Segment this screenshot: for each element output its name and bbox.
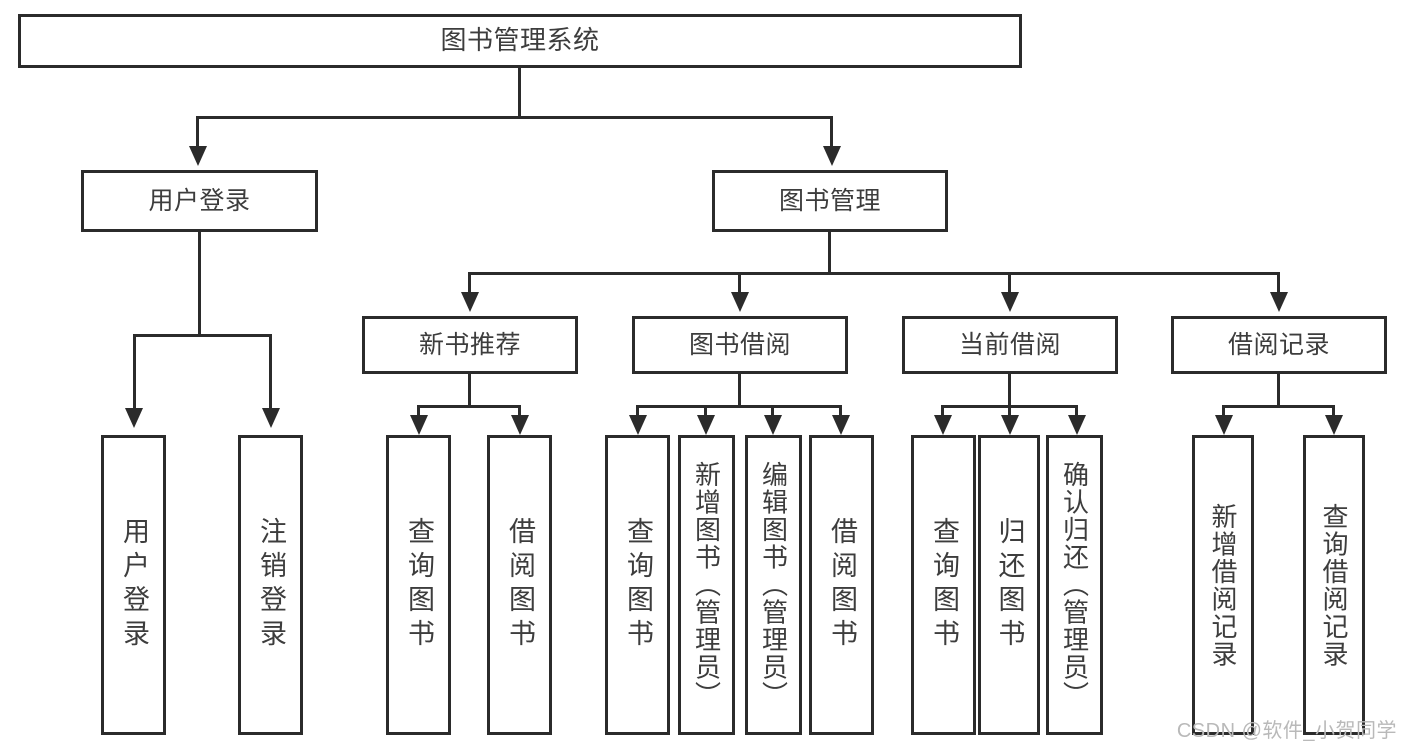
node-label: 查询借阅记录 — [1319, 502, 1349, 668]
connector-book-borrow-bus — [636, 405, 842, 408]
connector-user-login-bus — [133, 334, 272, 337]
node-user-login[interactable]: 用户登录 — [81, 170, 318, 232]
node-borrow-record[interactable]: 借阅记录 — [1171, 316, 1387, 374]
node-label: 新增借阅记录 — [1208, 502, 1238, 668]
leaf-borrow-book[interactable]: 借阅图书 — [809, 435, 874, 735]
node-current-borrow[interactable]: 当前借阅 — [902, 316, 1118, 374]
connector-bb-to-leaf-1 — [636, 405, 639, 419]
node-label: 用户登录 — [119, 517, 149, 653]
connector-new-book-stem — [468, 374, 471, 407]
connector-book-borrow-stem — [738, 374, 741, 407]
arrow-bm-to-borrow-record — [1270, 292, 1288, 312]
connector-borrow-record-bus — [1222, 405, 1335, 408]
leaf-add-book-admin[interactable]: 新增图书（管理员） — [678, 435, 735, 735]
connector-bm-to-current-borrow — [1008, 272, 1011, 294]
arrow-bm-to-current-borrow — [1001, 292, 1019, 312]
connector-bm-to-new-book — [468, 272, 471, 294]
arrow-bm-to-book-borrow — [731, 292, 749, 312]
arrow-bm-to-new-book — [461, 292, 479, 312]
connector-current-borrow-stem — [1008, 374, 1011, 407]
leaf-user-login[interactable]: 用户登录 — [101, 435, 166, 735]
node-book-management[interactable]: 图书管理 — [712, 170, 948, 232]
connector-user-login-to-leaf-2 — [269, 334, 272, 410]
connector-bb-to-leaf-4 — [839, 405, 842, 419]
connector-user-login-stem — [198, 232, 201, 336]
connector-new-book-to-leaf-1 — [417, 405, 420, 419]
connector-bm-to-book-borrow — [738, 272, 741, 294]
arrow-user-login-to-leaf-2 — [262, 408, 280, 428]
connector-br-to-leaf-1 — [1222, 405, 1225, 419]
connector-borrow-record-stem — [1277, 374, 1280, 407]
leaf-query-book-current[interactable]: 查询图书 — [911, 435, 976, 735]
leaf-return-book[interactable]: 归还图书 — [978, 435, 1040, 735]
arrow-cb-to-leaf-1 — [934, 415, 952, 435]
arrow-bb-to-leaf-1 — [629, 415, 647, 435]
arrow-user-login-to-leaf-1 — [125, 408, 143, 428]
arrow-cb-to-leaf-2 — [1001, 415, 1019, 435]
arrow-br-to-leaf-1 — [1215, 415, 1233, 435]
connector-cb-to-leaf-1 — [941, 405, 944, 419]
node-label: 确认归还（管理员） — [1059, 461, 1090, 709]
arrow-bb-to-leaf-4 — [832, 415, 850, 435]
node-label: 用户登录 — [148, 187, 251, 215]
node-label: 查询图书 — [404, 517, 434, 653]
connector-bm-to-borrow-record — [1277, 272, 1280, 294]
connector-user-login-to-leaf-1 — [133, 334, 136, 410]
connector-root-bus — [196, 116, 833, 119]
arrow-new-book-to-leaf-1 — [410, 415, 428, 435]
connector-br-to-leaf-2 — [1332, 405, 1335, 419]
node-label: 借阅记录 — [1227, 331, 1330, 359]
leaf-borrow-book-recommend[interactable]: 借阅图书 — [487, 435, 552, 735]
leaf-edit-book-admin[interactable]: 编辑图书（管理员） — [745, 435, 802, 735]
leaf-add-borrow-record[interactable]: 新增借阅记录 — [1192, 435, 1254, 735]
node-label: 注销登录 — [256, 517, 286, 653]
node-label: 当前借阅 — [958, 331, 1061, 359]
connector-cb-to-leaf-3 — [1075, 405, 1078, 419]
node-label: 借阅图书 — [505, 517, 535, 653]
arrow-root-to-book-management — [823, 146, 841, 166]
node-label: 查询图书 — [929, 517, 959, 653]
connector-book-management-stem — [828, 232, 831, 274]
node-label: 归还图书 — [994, 517, 1025, 653]
node-label: 借阅图书 — [827, 517, 857, 653]
leaf-query-book-borrow[interactable]: 查询图书 — [605, 435, 670, 735]
node-label: 图书借阅 — [688, 331, 791, 359]
leaf-query-book-recommend[interactable]: 查询图书 — [386, 435, 451, 735]
arrow-cb-to-leaf-3 — [1068, 415, 1086, 435]
watermark-text: CSDN @软件_小贺同学 — [1176, 720, 1397, 742]
connector-root-to-user-login — [196, 116, 199, 148]
leaf-confirm-return-admin[interactable]: 确认归还（管理员） — [1046, 435, 1103, 735]
leaf-logout[interactable]: 注销登录 — [238, 435, 303, 735]
node-label: 新书推荐 — [418, 331, 521, 359]
arrow-root-to-user-login — [189, 146, 207, 166]
connector-book-management-bus — [468, 272, 1280, 275]
node-label: 图书管理 — [778, 187, 881, 215]
arrow-new-book-to-leaf-2 — [511, 415, 529, 435]
arrow-bb-to-leaf-3 — [764, 415, 782, 435]
arrow-bb-to-leaf-2 — [697, 415, 715, 435]
node-book-borrow[interactable]: 图书借阅 — [632, 316, 848, 374]
node-label: 新增图书（管理员） — [691, 461, 722, 709]
connector-bb-to-leaf-3 — [771, 405, 774, 419]
connector-cb-to-leaf-2 — [1008, 405, 1011, 419]
connector-new-book-bus — [417, 405, 521, 408]
node-root-book-management-system[interactable]: 图书管理系统 — [18, 14, 1022, 68]
node-label: 图书管理系统 — [440, 25, 600, 56]
node-label: 查询图书 — [623, 517, 653, 653]
connector-bb-to-leaf-2 — [704, 405, 707, 419]
connector-new-book-to-leaf-2 — [518, 405, 521, 419]
node-new-book-recommend[interactable]: 新书推荐 — [362, 316, 578, 374]
arrow-br-to-leaf-2 — [1325, 415, 1343, 435]
connector-root-to-book-management — [830, 116, 833, 148]
leaf-query-borrow-record[interactable]: 查询借阅记录 — [1303, 435, 1365, 735]
connector-root-stem — [518, 68, 521, 116]
node-label: 编辑图书（管理员） — [758, 461, 789, 709]
